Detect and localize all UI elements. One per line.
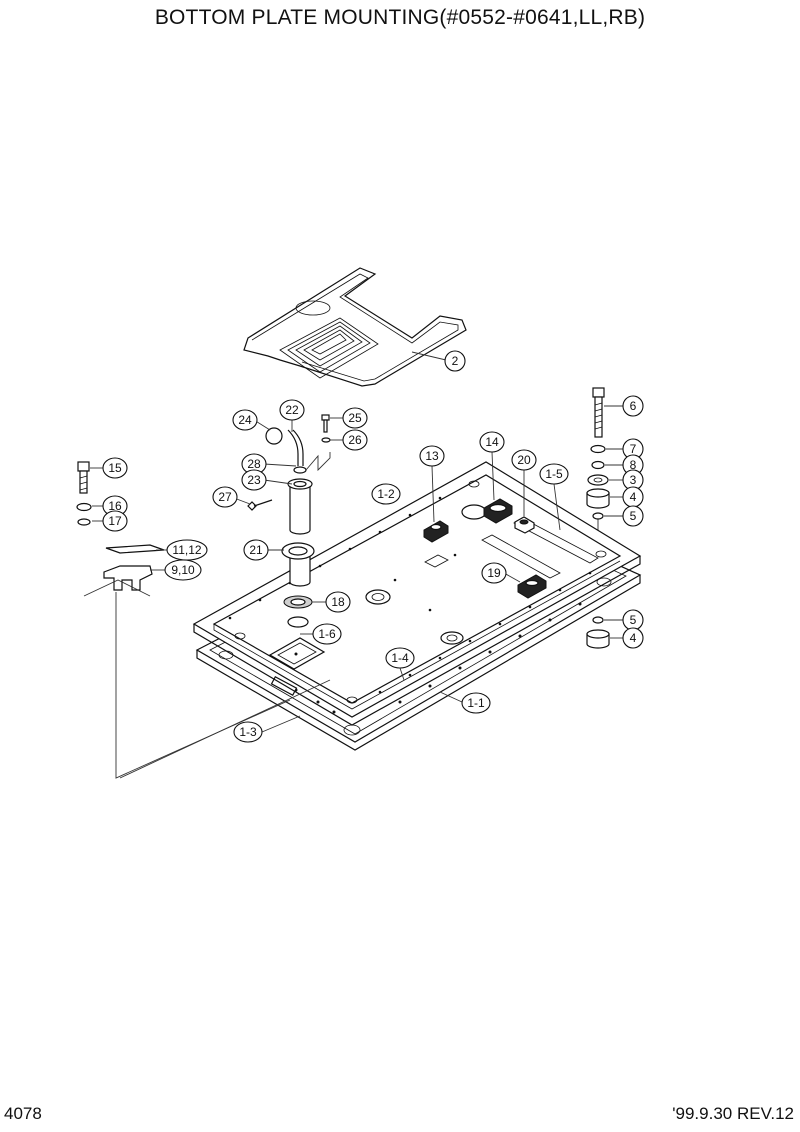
svg-text:20: 20 xyxy=(517,453,531,467)
callout-22: 22 xyxy=(279,399,305,421)
callout-17: 17 xyxy=(102,510,128,532)
bolt-stack-left xyxy=(76,461,92,526)
callout-21: 21 xyxy=(243,539,269,561)
svg-text:1-1: 1-1 xyxy=(467,696,485,710)
callout-5-lower: 5 xyxy=(622,609,644,631)
svg-text:5: 5 xyxy=(630,509,637,523)
callout-14: 14 xyxy=(479,431,505,453)
callout-28: 28 xyxy=(241,453,267,475)
callout-1-4: 1-4 xyxy=(385,647,415,669)
callout-8: 8 xyxy=(622,454,644,476)
svg-text:1-4: 1-4 xyxy=(391,651,409,665)
svg-text:1-3: 1-3 xyxy=(239,725,257,739)
svg-text:15: 15 xyxy=(108,461,122,475)
svg-text:4: 4 xyxy=(630,631,637,645)
callout-6: 6 xyxy=(622,395,644,417)
svg-text:22: 22 xyxy=(285,403,299,417)
callout-1-6: 1-6 xyxy=(312,623,342,645)
page-number: 4078 xyxy=(4,1104,42,1123)
callout-1-3: 1-3 xyxy=(233,721,263,743)
mounting-bolt-stack-right xyxy=(586,387,610,649)
callout-27: 27 xyxy=(212,486,238,508)
callout-15: 15 xyxy=(102,457,128,479)
callout-25: 25 xyxy=(342,407,368,429)
svg-text:8: 8 xyxy=(630,458,637,472)
callout-24: 24 xyxy=(232,409,258,431)
callout-11-12: 11,12 xyxy=(166,539,208,561)
callout-20: 20 xyxy=(511,449,537,471)
svg-text:6: 6 xyxy=(630,399,637,413)
callout-19: 19 xyxy=(481,562,507,584)
callout-2: 2 xyxy=(444,350,466,372)
svg-text:1-2: 1-2 xyxy=(377,487,395,501)
svg-text:27: 27 xyxy=(218,490,232,504)
duct-assembly xyxy=(265,427,331,628)
callout-26: 26 xyxy=(342,429,368,451)
svg-text:28: 28 xyxy=(247,457,261,471)
svg-text:24: 24 xyxy=(238,413,252,427)
svg-text:5: 5 xyxy=(630,613,637,627)
callout-4-upper: 4 xyxy=(622,486,644,508)
svg-text:13: 13 xyxy=(425,449,439,463)
svg-text:21: 21 xyxy=(249,543,263,557)
bracket xyxy=(83,544,165,597)
callout-1-5: 1-5 xyxy=(539,463,569,485)
grommets xyxy=(423,498,547,599)
svg-text:19: 19 xyxy=(487,566,501,580)
revision-date: '99.9.30 REV.12 xyxy=(672,1104,794,1123)
svg-text:23: 23 xyxy=(247,473,261,487)
callout-13: 13 xyxy=(419,445,445,467)
leader-lines xyxy=(115,592,331,779)
callout-leaders xyxy=(90,351,624,733)
callout-18: 18 xyxy=(325,591,351,613)
svg-text:11,12: 11,12 xyxy=(172,543,201,557)
svg-text:2: 2 xyxy=(452,354,459,368)
svg-text:17: 17 xyxy=(108,514,122,528)
svg-text:1-6: 1-6 xyxy=(318,627,336,641)
svg-text:3: 3 xyxy=(630,473,637,487)
callout-23: 23 xyxy=(241,469,267,491)
svg-text:26: 26 xyxy=(348,433,362,447)
svg-text:1-5: 1-5 xyxy=(545,467,563,481)
svg-text:7: 7 xyxy=(630,442,637,456)
callout-5-upper: 5 xyxy=(622,505,644,527)
callout-1-2: 1-2 xyxy=(371,483,401,505)
svg-text:4: 4 xyxy=(630,490,637,504)
callout-4-lower: 4 xyxy=(622,627,644,649)
svg-text:14: 14 xyxy=(485,435,499,449)
page-title: BOTTOM PLATE MOUNTING(#0552-#0641,LL,RB) xyxy=(154,6,646,29)
svg-text:16: 16 xyxy=(108,499,122,513)
callout-1-1: 1-1 xyxy=(461,692,491,714)
svg-text:25: 25 xyxy=(348,411,362,425)
svg-text:18: 18 xyxy=(331,595,345,609)
floor-mat xyxy=(243,267,467,387)
svg-text:9,10: 9,10 xyxy=(171,563,195,577)
callout-3: 3 xyxy=(622,469,644,491)
callout-9-10: 9,10 xyxy=(164,559,202,581)
